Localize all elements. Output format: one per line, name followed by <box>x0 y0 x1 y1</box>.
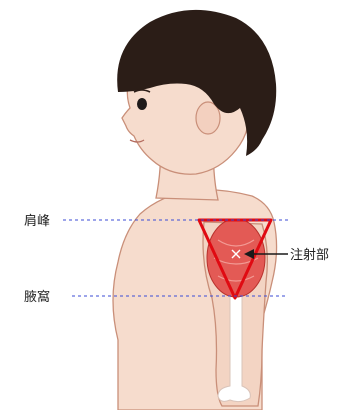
axilla-label: 腋窩 <box>24 289 50 305</box>
injection-site-label: 注射部 <box>290 247 329 263</box>
eye <box>137 98 147 110</box>
acromion-label: 肩峰 <box>24 213 50 229</box>
